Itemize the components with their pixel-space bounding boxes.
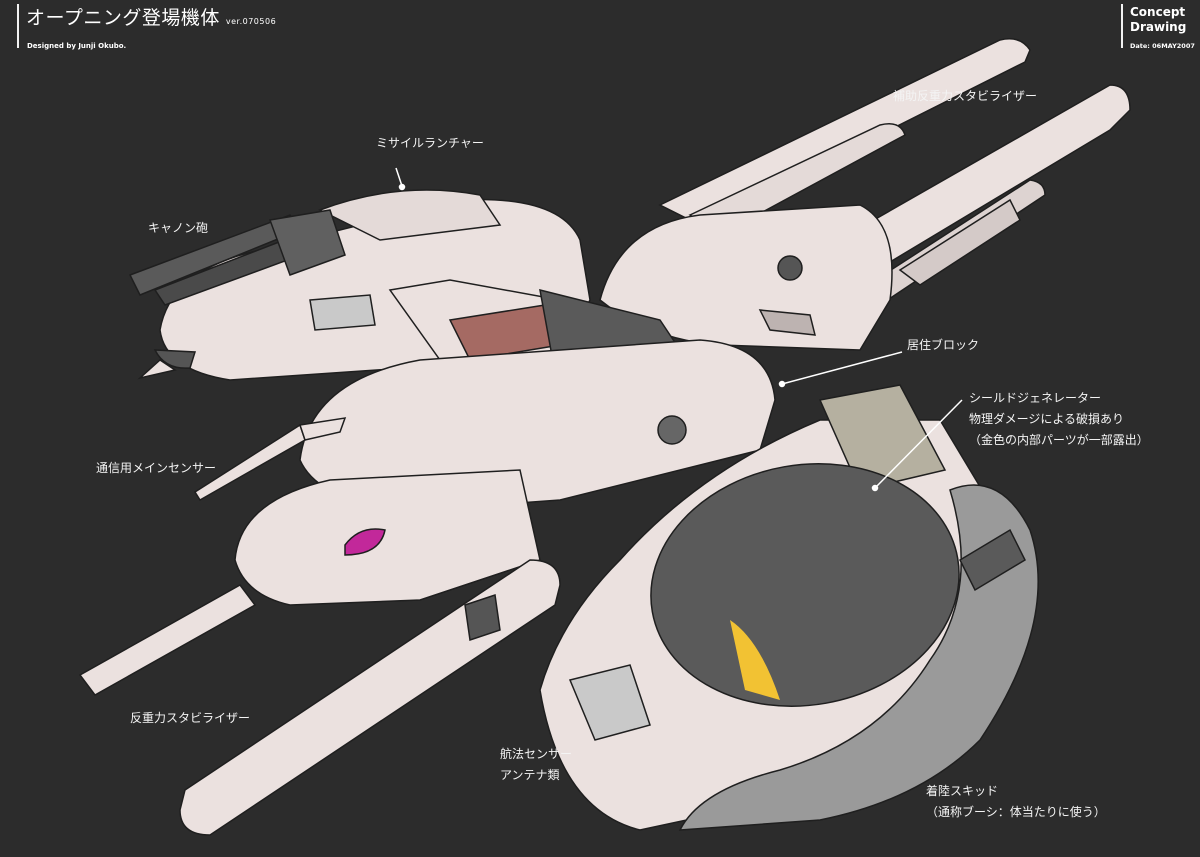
label-stabilizer: 反重力スタビライザー (130, 711, 251, 725)
landing-skid (678, 484, 1039, 831)
shield-generator-line-1: シールドジェネレーター (969, 391, 1102, 405)
title-divider (17, 4, 19, 48)
landing-skid-line-2: （通称ブーシ：体当たりに使う） (926, 805, 1106, 819)
date-label: Date: 06MAY2007 (1130, 42, 1195, 50)
concept-line-2: Drawing (1130, 20, 1187, 34)
version-label: ver.070506 (225, 17, 277, 26)
stabilizer-fins (78, 559, 561, 836)
shield-generator (539, 384, 1001, 831)
label-comm-sensor: 通信用メインセンサー (96, 461, 217, 475)
title-text: オープニング登場機体 (26, 7, 220, 29)
aux-stabilizer-fins (658, 38, 1131, 306)
nav-sensor-line-1: 航法センサー (500, 747, 573, 761)
label-landing-skid: 着陸スキッド （通称ブーシ：体当たりに使う） (926, 781, 1106, 823)
leader-lines (395, 167, 963, 492)
shield-generator-line-3: （金色の内部パーツが一部露出） (969, 433, 1149, 447)
label-cannon: キャノン砲 (148, 221, 209, 235)
main-fuselage (193, 339, 776, 606)
nav-sensor-line-2: アンテナ類 (500, 768, 560, 782)
concept-line-1: Concept (1130, 5, 1186, 19)
designer-credit: Designed by Junji Okubo. (27, 42, 127, 50)
label-aux-stabilizer: 補助反重力スタビライザー (893, 89, 1038, 103)
page-title: オープニング登場機体 ver.070506 (26, 3, 276, 30)
cannon (128, 209, 346, 306)
label-nav-sensor: 航法センサー アンテナ類 (500, 744, 572, 786)
concept-divider (1121, 4, 1123, 48)
label-missile-launcher: ミサイルランチャー (376, 136, 484, 150)
label-shield-generator: シールドジェネレーター 物理ダメージによる破損あり （金色の内部パーツが一部露出… (969, 388, 1149, 451)
concept-drawing-label: Concept Drawing (1130, 5, 1186, 35)
label-living-block: 居住ブロック (907, 338, 980, 352)
shield-generator-line-2: 物理ダメージによる破損あり (969, 412, 1125, 426)
landing-skid-line-1: 着陸スキッド (926, 784, 999, 798)
